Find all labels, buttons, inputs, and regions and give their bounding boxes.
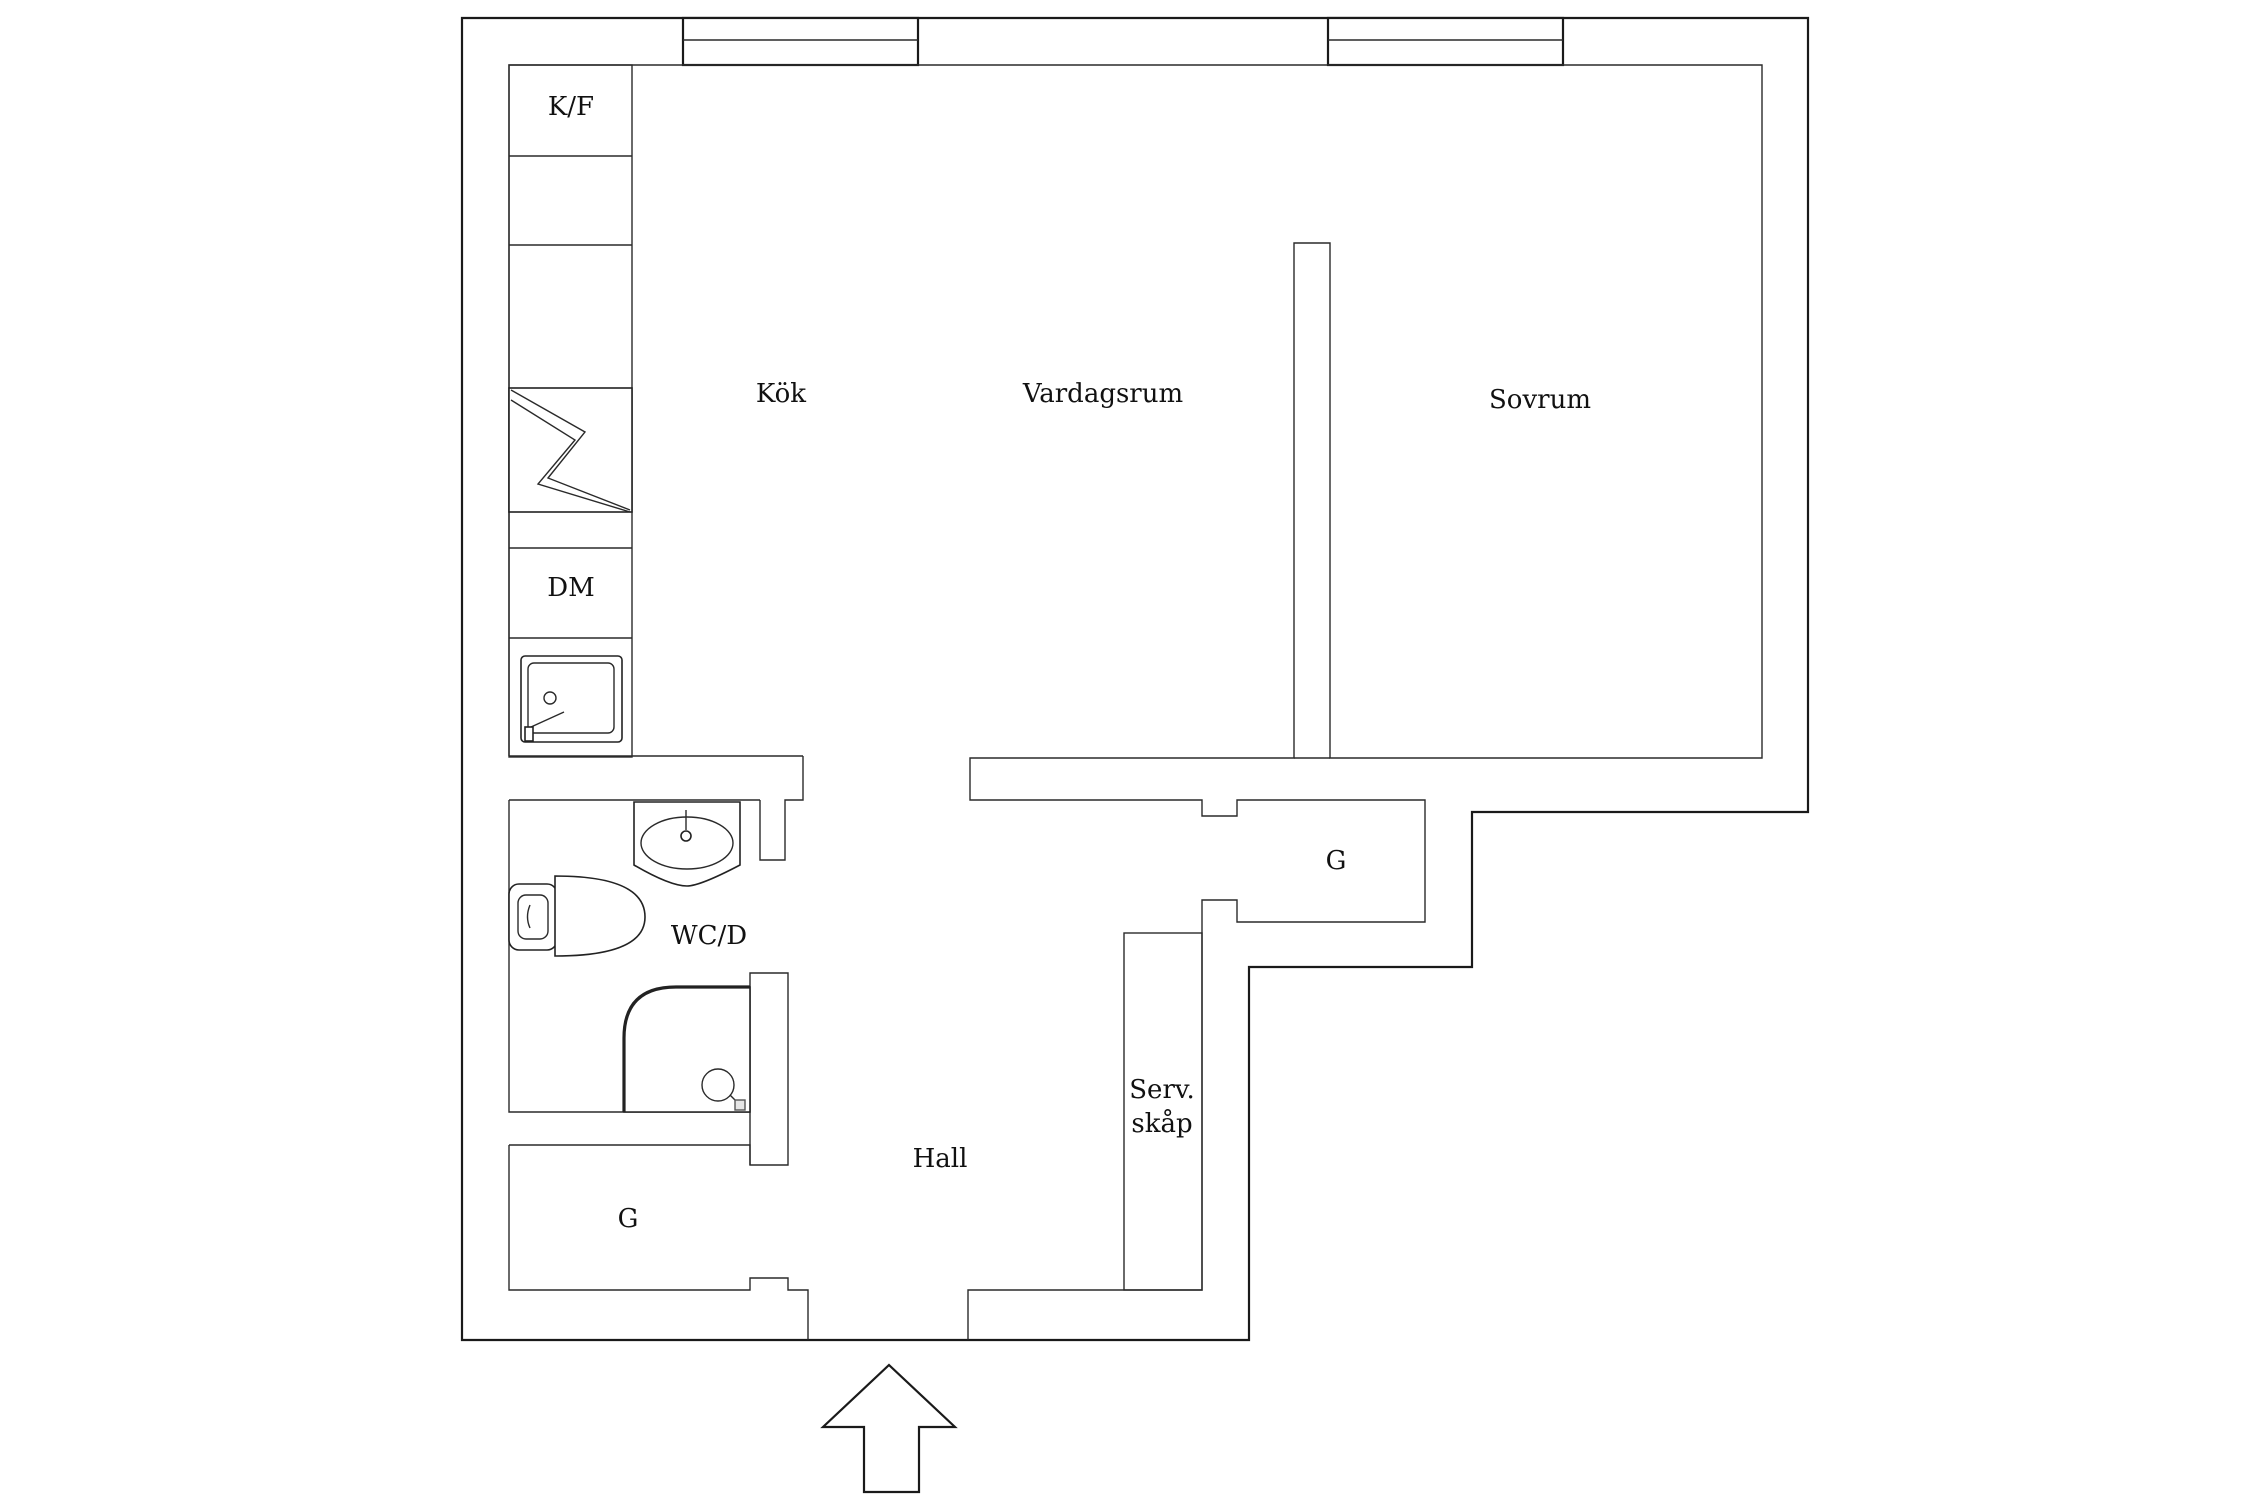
living-room-label: Vardagsrum: [1022, 379, 1183, 409]
kitchen-label: Kök: [756, 379, 806, 409]
bathroom-wall: [508, 799, 789, 1166]
fridge-label: K/F: [548, 92, 594, 122]
kitchen-sink-icon: [520, 655, 623, 743]
window-right: [1326, 16, 1565, 67]
stove-icon: [508, 387, 633, 513]
outer-wall: [460, 16, 1810, 1342]
wc-label: WC/D: [671, 921, 747, 951]
washbasin-icon: [633, 801, 741, 887]
dishwasher-label: DM: [547, 573, 594, 603]
toilet-icon: [508, 875, 646, 957]
bedroom-label: Sovrum: [1489, 385, 1591, 415]
hall-label: Hall: [913, 1144, 968, 1174]
inner-wall-main: [508, 64, 1763, 1340]
closet-left-label: G: [618, 1204, 639, 1234]
service-cabinet-label-1: Serv.: [1129, 1075, 1195, 1105]
window-left: [681, 16, 920, 67]
service-cabinet-label-2: skåp: [1131, 1108, 1192, 1139]
entrance-arrow-icon: [820, 1363, 958, 1494]
service-cabinet: [1123, 932, 1203, 1291]
closet-left-wall: [508, 1144, 809, 1340]
closet-right-label: G: [1326, 846, 1347, 876]
shower-icon: [622, 985, 751, 1113]
